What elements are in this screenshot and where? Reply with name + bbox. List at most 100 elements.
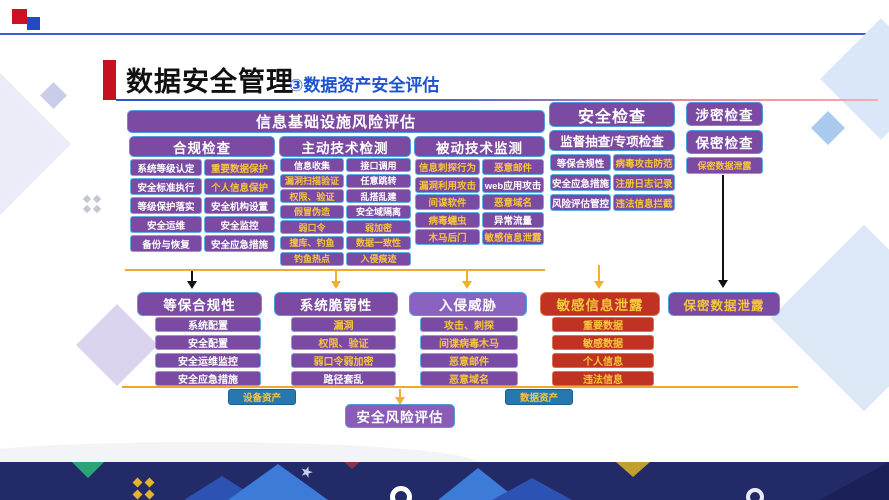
connector-stem bbox=[191, 271, 193, 281]
dengbao-result-header: 等保合规性 bbox=[137, 292, 262, 316]
item-box: 撞库、钓鱼 bbox=[280, 235, 344, 250]
classified-check-box: 涉密检查 bbox=[686, 102, 763, 126]
item-box: 安全域隔离 bbox=[346, 204, 411, 219]
item-box: 敏感信息泄露 bbox=[482, 229, 544, 245]
risk-assessment-result-box: 安全风险评估 bbox=[345, 404, 455, 428]
item-box: 违法信息拦截 bbox=[613, 194, 675, 211]
item-box: 病毒蠕虫 bbox=[415, 211, 480, 228]
item-box: 权限、验证 bbox=[280, 189, 344, 204]
dengbao-items-list: 系统配置安全配置安全运维监控安全应急措施 bbox=[155, 317, 261, 386]
security-check-right-list: 病毒攻击防范注册日志记录违法信息拦截 bbox=[613, 154, 675, 211]
arrow-down-icon bbox=[594, 281, 604, 289]
item-box: 安全应急措施 bbox=[204, 235, 275, 252]
intrusion-result-header: 入侵威胁 bbox=[409, 292, 527, 316]
page-subtitle: ③数据资产安全评估 bbox=[289, 76, 440, 95]
connector-line-top bbox=[125, 269, 545, 271]
item-box: 恶意域名 bbox=[482, 194, 544, 210]
compliance-left-list: 系统等级认定安全标准执行等级保护落实安全运维备份与恢复 bbox=[130, 159, 202, 252]
title-accent-bar bbox=[103, 60, 116, 100]
item-box: 异常流量 bbox=[482, 211, 544, 228]
item-box: 安全运维监控 bbox=[155, 353, 261, 368]
arrow-down-icon bbox=[331, 281, 341, 289]
confidential-check-box: 保密检查 bbox=[686, 130, 763, 154]
connector-stem bbox=[399, 389, 401, 398]
item-box: 等保合规性 bbox=[550, 154, 611, 171]
security-check-left-list: 等保合规性安全应急措施风险评估管控 bbox=[550, 154, 611, 211]
item-box: 重要数据保护 bbox=[204, 159, 275, 176]
item-box: 敏感数据 bbox=[552, 335, 654, 350]
device-asset-box: 设备资产 bbox=[228, 389, 296, 405]
passive-left-list: 信息刺探行为漏洞利用攻击间谍软件病毒蠕虫木马后门 bbox=[415, 159, 480, 245]
item-box: 安全配置 bbox=[155, 335, 261, 350]
arrow-down-icon bbox=[187, 281, 197, 289]
item-box: 漏洞 bbox=[291, 317, 396, 332]
item-box: 弱加密 bbox=[346, 220, 411, 235]
item-box: 钓鱼热点 bbox=[280, 251, 344, 266]
sensitive-leak-result-header: 敏感信息泄露 bbox=[540, 292, 660, 316]
page-title: 数据安全管理 bbox=[126, 67, 294, 97]
intrusion-items-list: 攻击、刺探间谍病毒木马恶意邮件恶意域名 bbox=[420, 317, 518, 386]
passive-monitoring-header: 被动技术监测 bbox=[414, 136, 545, 157]
connector-line-vertical bbox=[722, 175, 724, 280]
item-box: 木马后门 bbox=[415, 229, 480, 245]
arrow-down-icon bbox=[718, 280, 728, 288]
active-detection-header: 主动技术检测 bbox=[279, 136, 411, 157]
item-box: 安全标准执行 bbox=[130, 178, 202, 195]
item-box: 入侵痕迹 bbox=[346, 251, 411, 266]
item-box: 安全机构设置 bbox=[204, 197, 275, 214]
item-box: 系统配置 bbox=[155, 317, 261, 332]
item-box: 弱口令弱加密 bbox=[291, 353, 396, 368]
item-box: 安全应急措施 bbox=[155, 371, 261, 386]
item-box: 备份与恢复 bbox=[130, 235, 202, 252]
item-box: 个人信息保护 bbox=[204, 178, 275, 195]
security-check-title: 安全检查 bbox=[549, 102, 675, 127]
item-box: 漏洞利用攻击 bbox=[415, 176, 480, 193]
item-box: 安全监控 bbox=[204, 216, 275, 233]
connector-line-bottom bbox=[122, 386, 798, 388]
item-box: 间谍软件 bbox=[415, 194, 480, 210]
arrow-down-icon bbox=[462, 281, 472, 289]
item-box: 任意跳转 bbox=[346, 173, 411, 188]
circle-icon bbox=[390, 486, 412, 500]
circle-icon bbox=[746, 488, 764, 500]
item-box: 路径套乱 bbox=[291, 371, 396, 386]
teal-triangle-icon bbox=[72, 462, 104, 478]
sensitive-leak-items-list: 重要数据敏感数据个人信息违法信息 bbox=[552, 317, 654, 386]
active-left-list: 信息收集漏洞扫描验证权限、验证假冒伪造弱口令撞库、钓鱼钓鱼热点 bbox=[280, 158, 344, 266]
item-box: 假冒伪造 bbox=[280, 204, 344, 219]
item-box: 攻击、刺探 bbox=[420, 317, 518, 332]
connector-stem bbox=[466, 271, 468, 281]
item-box: 安全运维 bbox=[130, 216, 202, 233]
active-right-list: 接口调用任意跳转乱搭乱建安全域隔离弱加密数据一致性入侵痕迹 bbox=[346, 158, 411, 266]
item-box: 接口调用 bbox=[346, 158, 411, 172]
item-box: web应用攻击 bbox=[482, 176, 544, 193]
blue-square-deco bbox=[27, 17, 40, 30]
title-underline bbox=[116, 99, 878, 101]
arrow-down-icon bbox=[395, 397, 405, 405]
infrastructure-title: 信息基础设施风险评估 bbox=[127, 110, 545, 133]
item-box: 等级保护落实 bbox=[130, 197, 202, 214]
dark-corner-wedge bbox=[819, 462, 889, 500]
data-asset-box: 数据资产 bbox=[505, 389, 573, 405]
gold-triangle-icon bbox=[616, 462, 650, 477]
item-box: 安全应急措施 bbox=[550, 174, 611, 191]
item-box: 个人信息 bbox=[552, 353, 654, 368]
item-box: 恶意域名 bbox=[420, 371, 518, 386]
confidential-leak-box: 保密数据泄露 bbox=[686, 157, 763, 174]
item-box: 重要数据 bbox=[552, 317, 654, 332]
item-box: 系统等级认定 bbox=[130, 159, 202, 176]
security-check-subtitle: 监督抽查/专项检查 bbox=[549, 130, 675, 151]
mountain-triangle bbox=[492, 478, 572, 500]
bottom-band: ★ bbox=[0, 462, 889, 500]
vulnerability-result-header: 系统脆弱性 bbox=[274, 292, 398, 316]
connector-stem bbox=[598, 265, 600, 281]
item-box: 注册日志记录 bbox=[613, 174, 675, 191]
maroon-triangle-icon bbox=[344, 462, 360, 469]
item-box: 恶意邮件 bbox=[482, 159, 544, 175]
item-box: 风险评估管控 bbox=[550, 194, 611, 211]
top-accent-line bbox=[0, 33, 889, 35]
item-box: 漏洞扫描验证 bbox=[280, 173, 344, 188]
